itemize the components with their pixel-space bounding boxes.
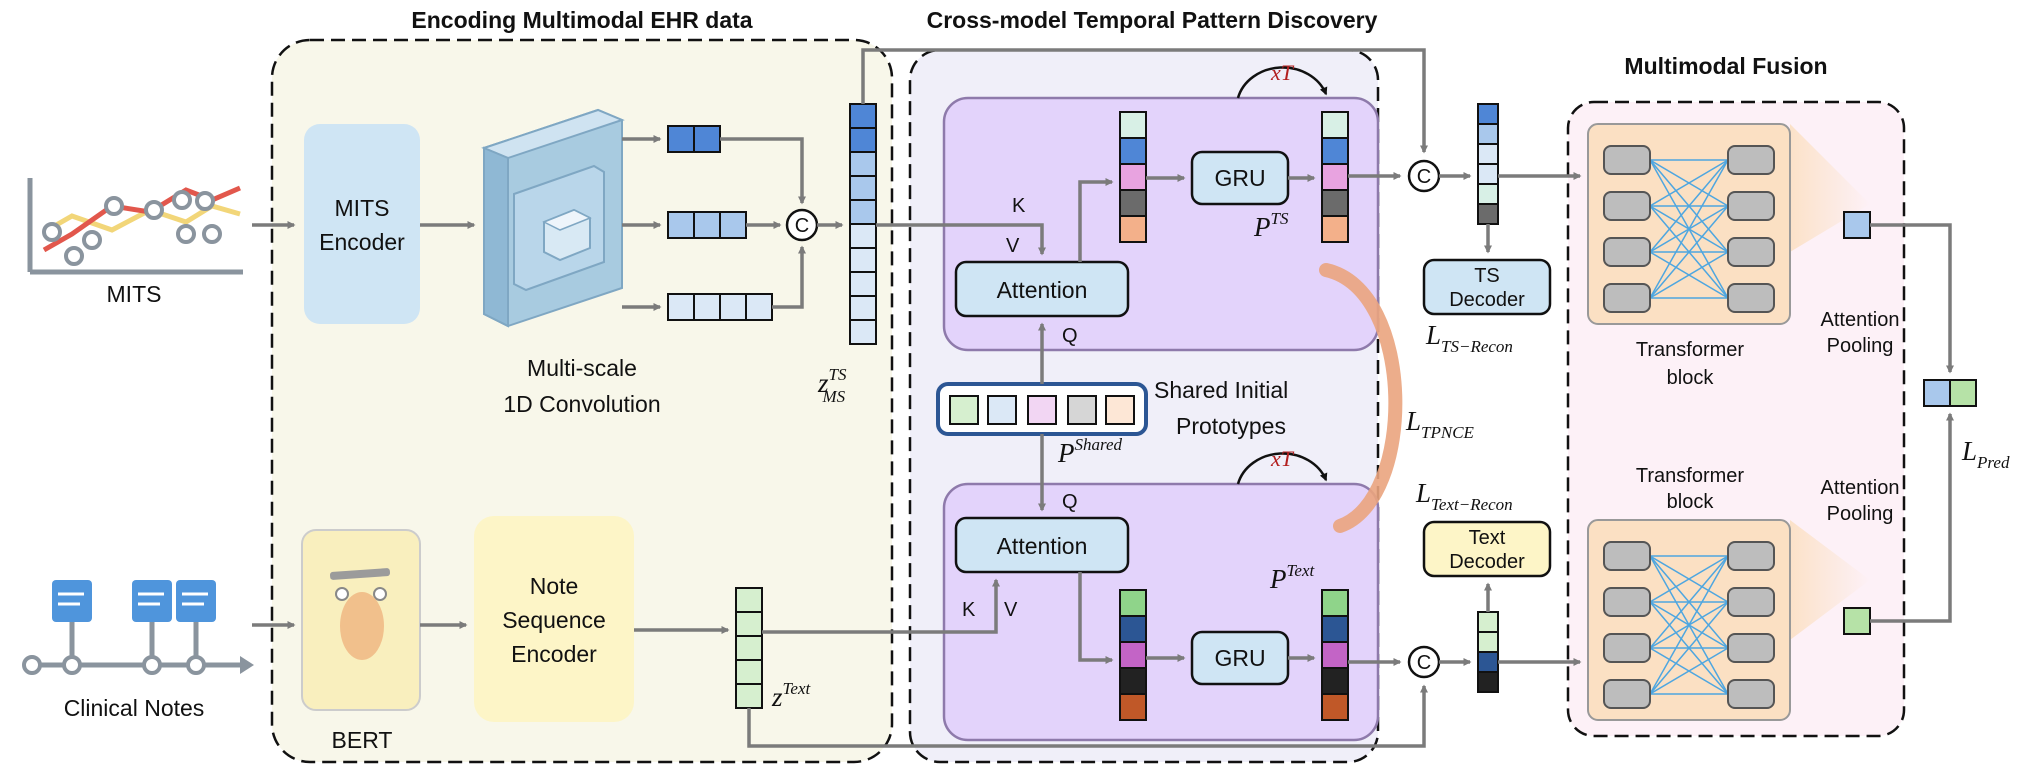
v-label-text: V — [1004, 599, 1018, 621]
k-label-ts: K — [1012, 195, 1026, 217]
bert-label: BERT — [332, 727, 393, 753]
text-decoder-line2: Decoder — [1449, 551, 1525, 573]
text-decoder-box — [1422, 520, 1552, 578]
transformer-bottom-line2: block — [1667, 491, 1715, 513]
mits-encoder-box — [304, 124, 420, 324]
k-label-text: K — [962, 599, 976, 621]
bert-icon — [301, 529, 421, 711]
ts-prototype-input-vector — [1119, 111, 1147, 243]
note-encoder-line2: Sequence — [502, 607, 606, 633]
mits-input-label: MITS — [107, 281, 162, 307]
p-text-label: PText — [1269, 561, 1315, 594]
pooling-top-line2: Pooling — [1827, 335, 1894, 357]
transformer-block-bottom — [1587, 519, 1870, 721]
mits-encoder-line1: MITS — [335, 195, 390, 221]
tpnce-curve — [1319, 263, 1403, 533]
conv-output-scale-2 — [667, 211, 747, 239]
note-encoder-line1: Note — [530, 573, 579, 599]
p-shared-label: PShared — [1057, 435, 1123, 468]
flow-arrows — [252, 48, 1954, 748]
mits-chart-icon — [27, 178, 243, 275]
text-prototype-input-vector — [1119, 589, 1147, 721]
pooling-bottom-line2: Pooling — [1827, 503, 1894, 525]
z-text-label: zText — [771, 679, 812, 712]
section-title-temporal: Cross-model Temporal Pattern Discovery — [927, 7, 1378, 33]
p-ts-label: PTS — [1253, 209, 1289, 242]
iteration-loop-ts — [1236, 66, 1328, 99]
q-label-ts: Q — [1062, 325, 1078, 347]
l-pred-label: LPred — [1961, 436, 2010, 472]
p-text-vector — [1321, 589, 1349, 721]
ts-decoder-line2: Decoder — [1449, 289, 1525, 311]
shared-prototypes-line1: Shared Initial — [1154, 377, 1288, 403]
concat-label-3: C — [1417, 652, 1431, 674]
q-label-text: Q — [1062, 491, 1078, 513]
transformer-top-line1: Transformer — [1636, 339, 1745, 361]
shared-prototypes — [936, 382, 1148, 436]
transformer-top-line2: block — [1667, 367, 1715, 389]
section-title-fusion: Multimodal Fusion — [1624, 53, 1827, 79]
p-ts-vector — [1321, 111, 1349, 243]
l-text-recon-label: LText−Recon — [1415, 478, 1513, 514]
clinical-notes-label: Clinical Notes — [64, 695, 205, 721]
concat-label-1: C — [795, 215, 809, 237]
iteration-loop-text — [1236, 452, 1328, 485]
pooled-text-token — [1843, 607, 1871, 635]
conv-label-line1: Multi-scale — [527, 355, 637, 381]
v-label-ts: V — [1006, 235, 1020, 257]
note-encoder-line3: Encoder — [511, 641, 597, 667]
prediction-vector — [1923, 379, 1977, 407]
ts-fused-vector — [1477, 103, 1499, 225]
transformer-block-top — [1587, 123, 1870, 325]
ts-decoder-box — [1422, 258, 1552, 316]
conv-cube-icon — [481, 108, 625, 328]
text-decoder-line1: Text — [1469, 527, 1506, 549]
note-encoder-box — [474, 516, 634, 722]
concat-label-2: C — [1417, 166, 1431, 188]
attention-label-ts: Attention — [997, 277, 1088, 303]
l-ts-recon-label: LTS−Recon — [1425, 320, 1513, 356]
iteration-label-ts: xT — [1270, 60, 1295, 85]
transformer-bottom-line1: Transformer — [1636, 465, 1745, 487]
attention-label-text: Attention — [997, 533, 1088, 559]
z-text-vector — [735, 587, 763, 709]
gru-label-text: GRU — [1214, 645, 1265, 671]
attention-box-ts — [954, 260, 1130, 318]
pooling-bottom-line1: Attention — [1821, 477, 1900, 499]
shared-prototypes-line2: Prototypes — [1176, 413, 1286, 439]
clinical-notes-icon — [22, 580, 254, 675]
gru-label-ts: GRU — [1214, 165, 1265, 191]
iteration-label-text: xT — [1270, 446, 1295, 471]
mits-encoder-line2: Encoder — [319, 229, 405, 255]
z-ms-ts-vector — [849, 103, 877, 345]
pooling-top-line1: Attention — [1821, 309, 1900, 331]
text-fused-vector — [1477, 611, 1499, 693]
section-title-encoding: Encoding Multimodal EHR data — [411, 7, 752, 33]
attention-box-text — [954, 516, 1130, 574]
ts-decoder-line1: TS — [1474, 265, 1500, 287]
l-tpnce-label: LTPNCE — [1405, 406, 1475, 442]
conv-output-scale-3 — [667, 293, 773, 321]
pooled-ts-token — [1843, 211, 1871, 239]
conv-output-scale-1 — [667, 125, 721, 153]
conv-label-line2: 1D Convolution — [503, 391, 660, 417]
